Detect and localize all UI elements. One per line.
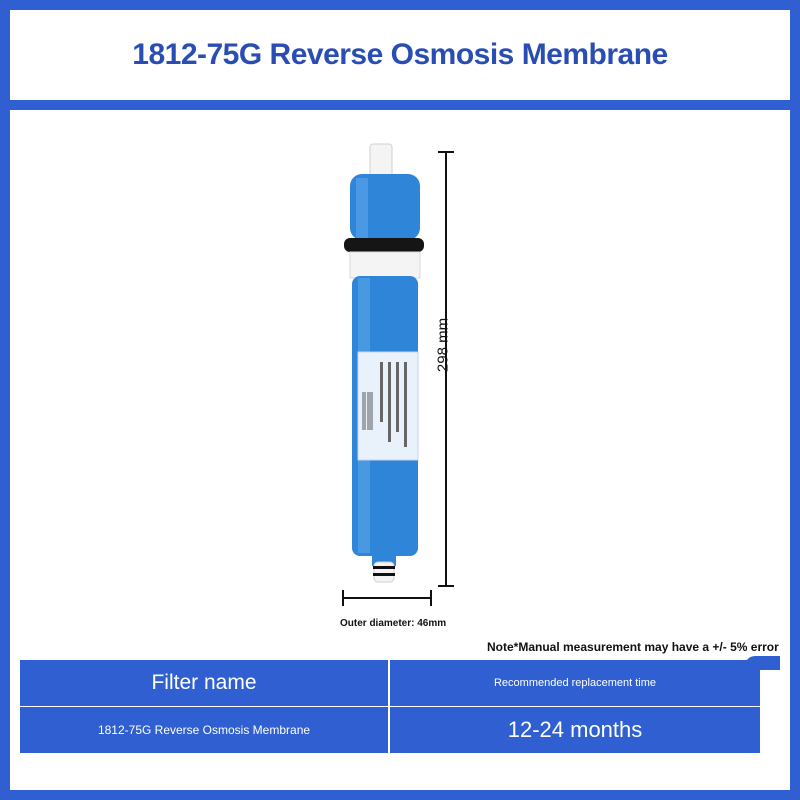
info-table: Filter name Recommended replacement time…: [20, 660, 760, 753]
membrane-cartridge-image: [344, 143, 454, 587]
top-tube: [369, 143, 393, 179]
measurement-note: Note*Manual measurement may have a +/- 5…: [487, 640, 779, 654]
height-label: 298 mm: [434, 317, 452, 373]
cell-replacement-time: 12-24 months: [507, 717, 643, 742]
seal-ring: [344, 238, 424, 252]
bottom-tube: [373, 561, 395, 583]
header-filter-name: Filter name: [151, 671, 257, 694]
diameter-dimension-line: [342, 590, 432, 606]
diameter-label: Outer diameter: 46mm: [340, 618, 447, 629]
header-replacement-time: Recommended replacement time: [493, 677, 657, 689]
title-bar: 1812-75G Reverse Osmosis Membrane: [10, 10, 790, 100]
page-title: 1812-75G Reverse Osmosis Membrane: [132, 38, 668, 71]
title-divider: [10, 100, 790, 110]
table-divider-horizontal: [20, 706, 760, 707]
cell-filter-name: 1812-75G Reverse Osmosis Membrane: [97, 723, 311, 737]
white-band: [349, 251, 421, 279]
